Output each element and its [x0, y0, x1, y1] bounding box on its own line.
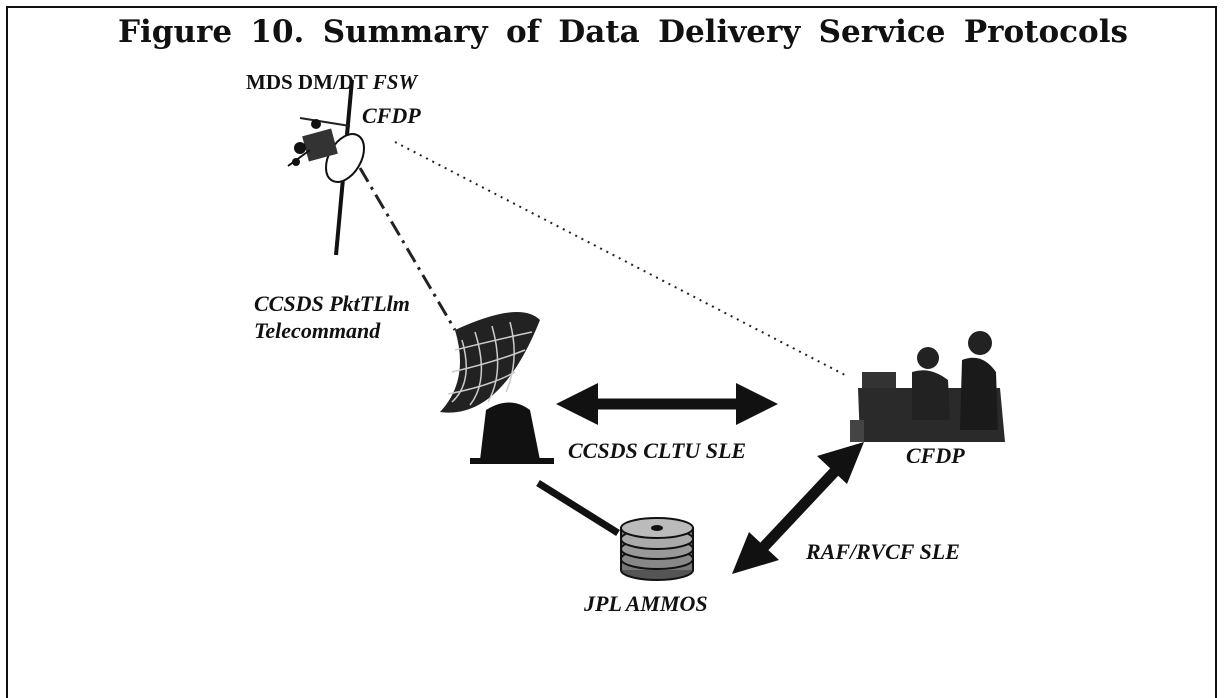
spacecraft-to-ops-link — [394, 141, 846, 376]
ops-cfdp-label: CFDP — [906, 443, 965, 468]
figure-title: Figure 10. Summary of Data Delivery Serv… — [118, 14, 1128, 50]
title-word: Service — [818, 14, 946, 50]
spacecraft-cfdp-label: CFDP — [362, 103, 421, 128]
spacecraft-software-label: MDS DM/DT FSW — [246, 70, 417, 95]
spacecraft-icon — [287, 79, 365, 256]
antenna-dish-icon — [440, 312, 554, 464]
antenna-to-ammos-link — [536, 480, 620, 536]
spacecraft-fsw-text: FSW — [372, 70, 418, 94]
ground-link-label: CCSDS CLTU SLE — [568, 438, 747, 463]
title-word: of — [506, 14, 541, 50]
ops-link-label: RAF/RVCF SLE — [806, 539, 960, 564]
title-word: Figure — [118, 14, 233, 50]
uplink-protocol-label: Telecommand — [254, 318, 381, 343]
ground-link-double-arrow — [556, 383, 778, 425]
ammos-label: JPL AMMOS — [584, 591, 708, 616]
title-word: Protocols — [963, 14, 1128, 50]
ammos-disk-stack-icon — [620, 517, 694, 581]
title-word: Data — [558, 14, 640, 50]
downlink-protocol-label: CCSDS PktTLlm — [254, 291, 410, 316]
title-word: Delivery — [658, 14, 801, 50]
title-word: 10. — [250, 14, 305, 50]
figure-frame — [6, 6, 1217, 698]
spacecraft-prefix-text: MDS DM/DT — [246, 70, 368, 94]
ops-link-double-arrow — [732, 442, 864, 574]
spacecraft-to-antenna-link — [358, 167, 457, 331]
operations-workstation-icon — [850, 331, 1005, 442]
title-word: Summary — [322, 14, 488, 50]
